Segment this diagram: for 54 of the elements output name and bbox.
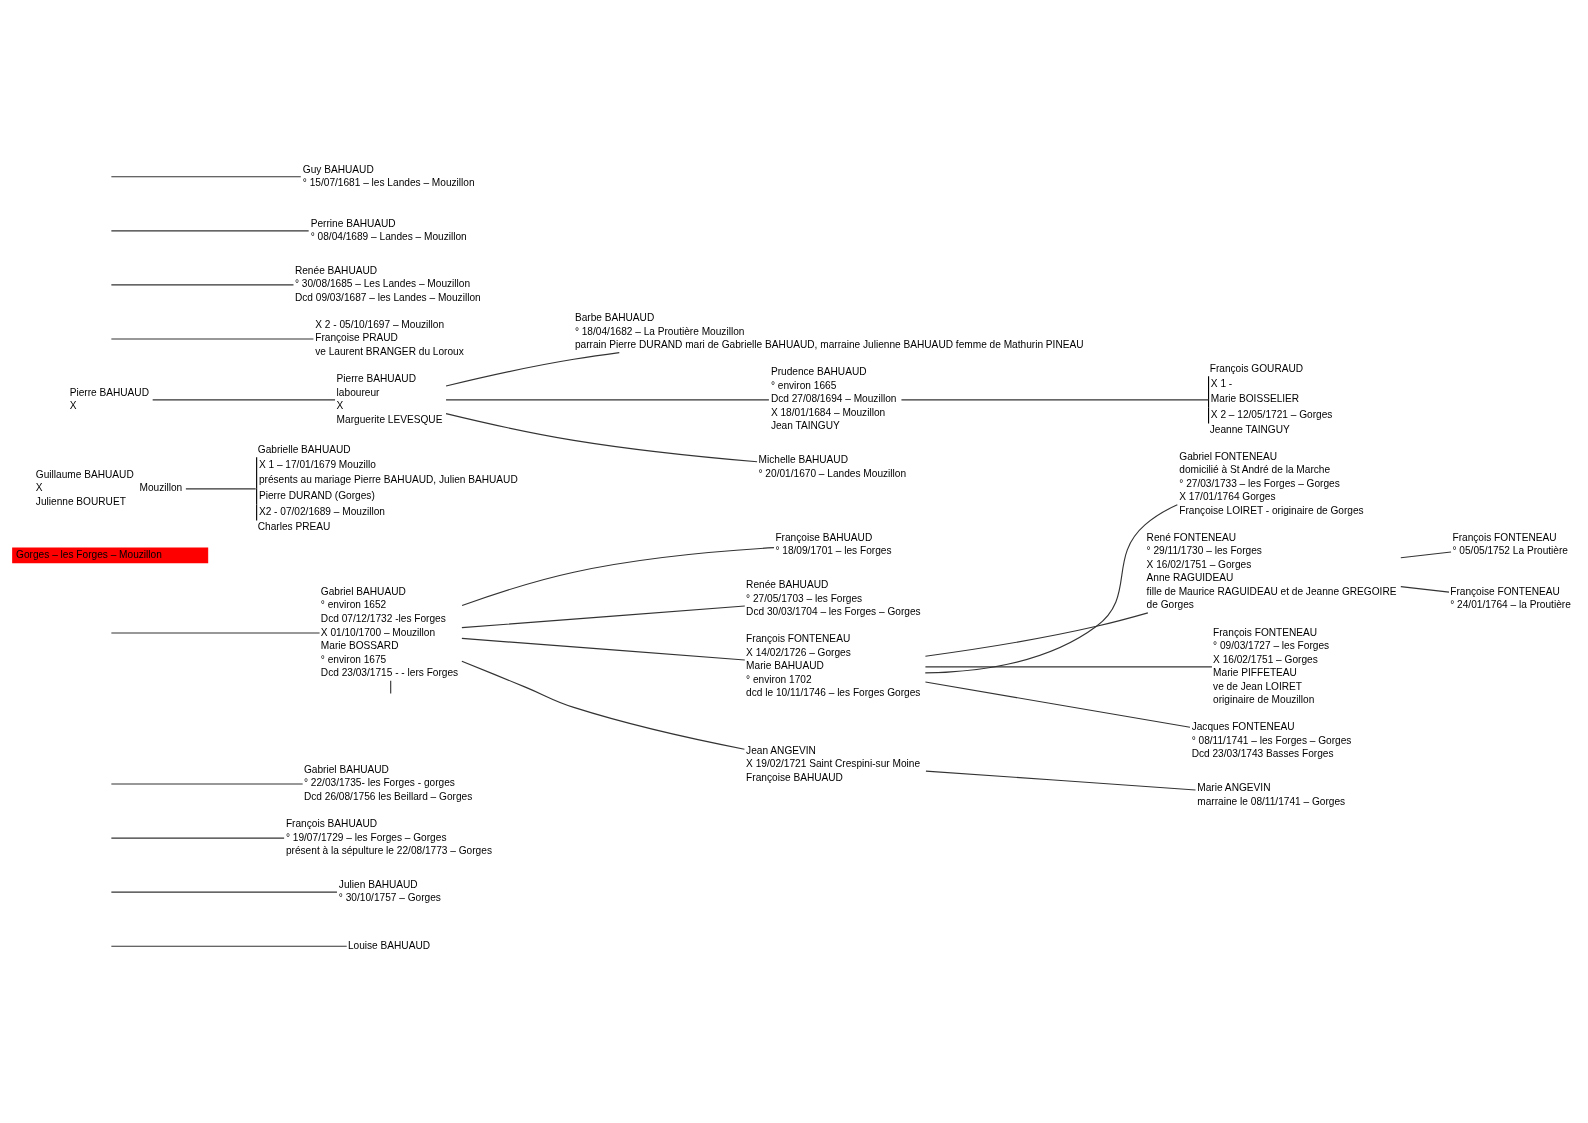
node-text: Guy BAHUAUD ° 15/07/1681 – les Landes – Mouzillon [302,163,475,189]
connector [924,504,1178,674]
node-text: Barbe BAHUAUD ° 18/04/1682 – La Proutière Mouzillon parrain Pierre DURAND mari de Gabrielle BAHUAUD, marraine Julienne BAHUAUD femme de Mathurin PINEAU [574,312,1084,351]
node-text: François FONTENEAU ° 09/03/1727 – les Forges X 16/02/1751 – Gorges Marie PIFFETEAU ve de Jean LOIRET originaire de Mouzillon [1213,626,1330,706]
node-text: Gabriel BAHUAUD ° 22/03/1735- les Forges - gorges Dcd 26/08/1756 les Beillard – Gorges [303,763,473,802]
node-text: Jacques FONTENEAU ° 08/11/1741 – les Forges – Gorges Dcd 23/03/1743 Basses Forges [1191,721,1352,760]
node-text: Pierre BAHUAUD X [69,386,149,412]
node-text: Françoise BAHUAUD ° 18/09/1701 – les Forges [775,531,892,557]
node-text: Gabriel FONTENEAU domicilié à St André de la Marche ° 27/03/1733 – les Forges – Gorges X 17/01/1764 Gorges Françoise LOIRET - originaire de Gorges [1179,450,1364,516]
node-text: Gabriel BAHUAUD ° environ 1652 Dcd 07/12/1732 -les Forges X 01/10/1700 – Mouzillon Marie BOSSARD ° environ 1675 Dcd 23/03/1715 - - lers Forges [320,585,459,679]
connector [1400,586,1450,593]
connector [445,352,620,387]
node-text: X 2 - 05/10/1697 – Mouzillon Françoise PRAUD ve Laurent BRANGER du Loroux [315,318,464,357]
connector [110,837,285,839]
node-text: François GOURAUD X 1 - Marie BOISSELIER X 2 – 12/05/1721 – Gorges Jeanne TAINGUY [1209,362,1333,435]
connector [461,660,745,750]
connector [110,230,310,232]
connector [152,399,336,401]
node-text: Guillaume BAHUAUD X Julienne BOURUET [35,468,134,507]
connector [900,399,1210,401]
node-text: René FONTENEAU ° 29/11/1730 – les Forges X 16/02/1751 – Gorges Anne RAGUIDEAU fille de Maurice RAGUIDEAU et de Jeanne GREGOIRE de Gorges [1146,531,1397,611]
connector [924,666,1213,668]
node-text: Louise BAHUAUD [347,939,431,951]
connector [1400,551,1452,559]
connector [461,547,775,607]
node-text: Prudence BAHUAUD ° environ 1665 Dcd 27/08/1694 – Mouzillon X 18/01/1684 – Mouzillon Jean TAINGUY [770,366,897,432]
connector [461,605,746,629]
connector [445,413,758,463]
connector [110,176,302,178]
connector [924,612,1149,657]
connector [461,637,746,661]
node-text: Julien BAHUAUD ° 30/10/1757 – Gorges [338,878,441,904]
connector [110,284,295,286]
node-text: Pierre BAHUAUD laboureur X Marguerite LEVESQUE [336,373,443,425]
node-box: Gorges – les Forges – Mouzillon [12,547,209,564]
node-label: Mouzillon [139,482,183,494]
node-text: Jean ANGEVIN X 19/02/1721 Saint Crespini-sur Moine Françoise BAHUAUD [746,744,921,783]
node-text: Marie ANGEVIN marraine le 08/11/1741 – Gorges [1197,781,1346,807]
node-text: François FONTENEAU X 14/02/1726 – Gorges Marie BAHUAUD ° environ 1702 dcd le 10/11/1746 – les Forges Gorges [746,633,921,699]
connector [925,770,1197,791]
node-text: Françoise FONTENEAU ° 24/01/1764 – la Proutière [1450,585,1571,611]
connector [185,488,257,490]
connector [390,680,392,695]
node-text: Gabrielle BAHUAUD X 1 – 17/01/1679 Mouzillo présents au mariage Pierre BAHUAUD, Julien BAHUAUD Pierre DURAND (Gorges) X2 - 07/02/1689 – Mouzillon Charles PREAU [257,444,518,532]
connector [445,399,770,401]
connector [924,681,1191,728]
node-text: Renée BAHUAUD ° 27/05/1703 – les Forges Dcd 30/03/1704 – les Forges – Gorges [746,579,921,618]
connector [110,945,348,947]
node-text: Renée BAHUAUD ° 30/08/1685 – Les Landes – Mouzillon Dcd 09/03/1687 – les Landes – Mouzillon [294,264,481,303]
node-text: Michelle BAHUAUD ° 20/01/1670 – Landes Mouzillon [758,454,907,479]
node-text: Perrine BAHUAUD ° 08/04/1689 – Landes – Mouzillon [310,217,467,243]
node-text: François FONTENEAU ° 05/05/1752 La Proutière [1452,531,1568,557]
node-text: François BAHUAUD ° 19/07/1729 – les Forges – Gorges présent à la sépulture le 22/08/1773 – Gorges [285,818,492,857]
connector [110,891,338,893]
